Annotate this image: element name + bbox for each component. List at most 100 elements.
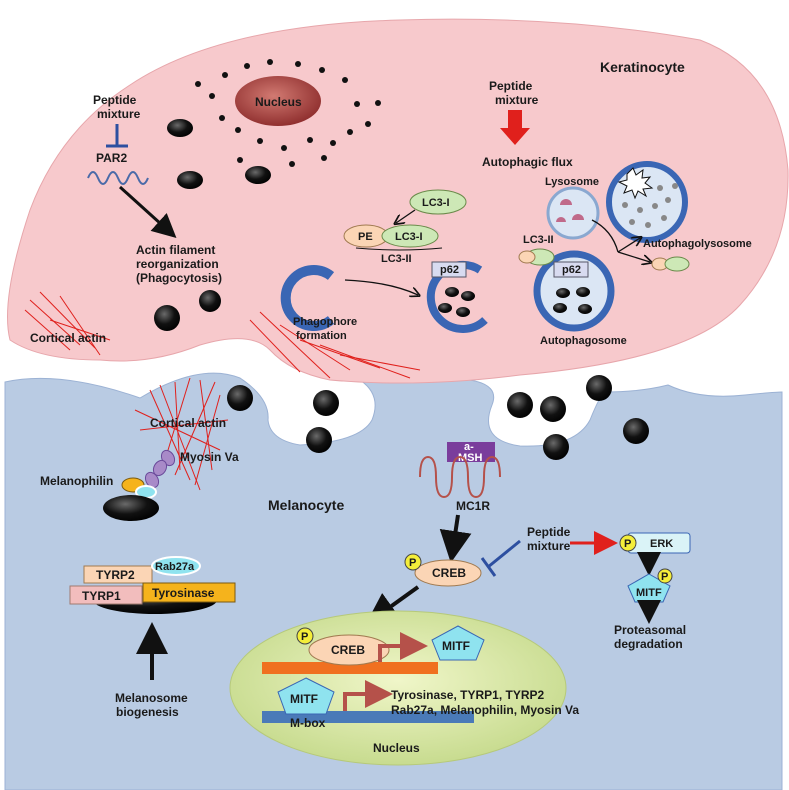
mbox-label: M-box (290, 716, 326, 730)
rab27a-label: Rab27a (155, 561, 195, 573)
erk-p-label: P (624, 538, 631, 550)
tyrosinase-box (142, 582, 236, 603)
autophagosome-label: Autophagosome (540, 335, 627, 347)
genes-line1: Tyrosinase, TYRP1, TYRP2 (391, 688, 544, 702)
lysosome-label: Lysosome (545, 176, 599, 188)
genes-line2: Rab27a, Melanophilin, Myosin Va (391, 703, 579, 717)
autophagolysosome-granules (622, 183, 678, 228)
p62-right-box (553, 261, 589, 278)
nucleus-dots (195, 59, 381, 167)
keratinocyte-cortical-actin (24, 291, 421, 379)
keratinocyte-nucleus-label: Nucleus (255, 95, 302, 109)
mc1r-label: MC1R (456, 499, 490, 513)
cortical-actin-keratinocyte: Cortical actin (30, 331, 106, 345)
phagophore-line1: Phagophore (293, 316, 357, 328)
dendrite-melanosome (103, 495, 159, 521)
actin-reorg-line2: reorganization (136, 257, 219, 271)
creb-top-p (404, 553, 422, 571)
p62-right-label: p62 (562, 264, 581, 276)
cortical-actin-melanocyte: Cortical actin (150, 416, 226, 430)
nucleus-green-label: Nucleus (373, 741, 420, 755)
phagophore-line2: formation (296, 330, 347, 342)
tyrp2-box (83, 565, 153, 584)
tyrosinase-label: Tyrosinase (152, 586, 215, 600)
autophagy-red-arrow (500, 110, 530, 145)
biogenesis-line2: biogenesis (116, 705, 179, 719)
tyrp1-box (69, 585, 143, 605)
peptide-mixture-mid-line2: mixture (527, 539, 571, 553)
fusion-arrow (591, 219, 619, 253)
extracellular-melanosomes (227, 375, 649, 460)
lc3-conversion-arrow (396, 209, 416, 223)
lysosome-enzymes (556, 199, 584, 222)
released-lc3-b (664, 256, 690, 272)
par2-receptor (87, 171, 149, 185)
degradation-starburst (617, 167, 654, 200)
keratinocyte-melanosomes (154, 119, 271, 331)
erk-p (619, 534, 637, 552)
tyrp1-label: TYRP1 (82, 589, 121, 603)
to-autophagolysosome-arrow (617, 238, 640, 253)
p62-mid-box (431, 261, 467, 278)
phagophore-arc (280, 265, 335, 331)
creb-inhibit-bar (480, 557, 497, 577)
rab27a-ellipse (151, 556, 201, 576)
peptide-mixture-center-line1: Peptide (489, 79, 533, 93)
lc3-ii-label: LC3-II (381, 253, 412, 265)
creb-nucleus (308, 634, 390, 666)
par2-arrow (118, 185, 177, 239)
autophagolysosome (606, 161, 688, 243)
creb-nucleus-label: CREB (331, 643, 365, 657)
creb-promoter-arrow (378, 632, 428, 662)
mitf-right-label: MITF (636, 587, 662, 599)
mc1r-to-creb-arrow (439, 514, 472, 563)
autophagosome-granules (553, 287, 592, 314)
creb-top-label: CREB (432, 566, 466, 580)
biogenesis-line1: Melanosome (115, 691, 188, 705)
autophagic-flux-label: Autophagic flux (482, 155, 573, 169)
keratinocyte-label: Keratinocyte (600, 59, 685, 75)
lc3-bracket (355, 247, 443, 251)
creb-nucleus-p-label: P (301, 631, 308, 643)
creb-top-p-label: P (409, 557, 416, 569)
lc3-ii-right-label: LC3-II (523, 234, 554, 246)
mitf-nucleus-label: MITF (290, 692, 318, 706)
mitf-right-p-label: P (661, 571, 668, 583)
proteasomal-line1: Proteasomal (614, 623, 686, 637)
mitf-target-pentagon (431, 625, 485, 661)
mitf-right-p (657, 568, 673, 584)
creb-inhibit-line (487, 539, 521, 569)
melanocyte-cortical-actin (134, 377, 229, 491)
lc3-i-bubble (409, 189, 467, 215)
peptide-mixture-center-line2: mixture (495, 93, 539, 107)
actin-reorg-line1: Actin filament (136, 243, 215, 257)
lc3-i-conj-bubble (381, 224, 439, 248)
peptide-mixture-topleft-line1: Peptide (93, 93, 137, 107)
peptide-mixture-topleft-line2: mixture (97, 107, 141, 121)
lc3-i-label: LC3-I (422, 197, 450, 209)
autophagolysosome-label: Autophagolysosome (643, 238, 752, 250)
melanocyte-body (4, 372, 783, 790)
tyrp2-label: TYRP2 (96, 568, 135, 582)
lc3-release-arrow (617, 251, 650, 262)
pe-label: PE (358, 231, 373, 243)
keratinocyte-nucleus (235, 76, 321, 126)
lc3-i-conj-label: LC3-I (395, 231, 423, 243)
melanocyte-label: Melanocyte (268, 497, 344, 513)
par2-label: PAR2 (96, 151, 127, 165)
msh-line1: a- (464, 441, 474, 453)
mitf-promoter-arrow (343, 680, 393, 711)
mitf-nucleus-pentagon (277, 677, 335, 715)
mc1r-receptor (419, 455, 501, 499)
mid-autophagosome-granules (438, 287, 475, 317)
lysosome (546, 186, 600, 240)
melanophilin-label: Melanophilin (40, 474, 113, 488)
peptide-mixture-mid-line1: Peptide (527, 525, 571, 539)
creb-nucleus-p (296, 627, 314, 645)
actin-reorg-line3: (Phagocytosis) (136, 271, 222, 285)
erk-label: ERK (650, 538, 673, 550)
phagophore-arrow (344, 279, 418, 295)
p62-mid-label: p62 (440, 264, 459, 276)
proteasomal-line2: degradation (614, 637, 683, 651)
